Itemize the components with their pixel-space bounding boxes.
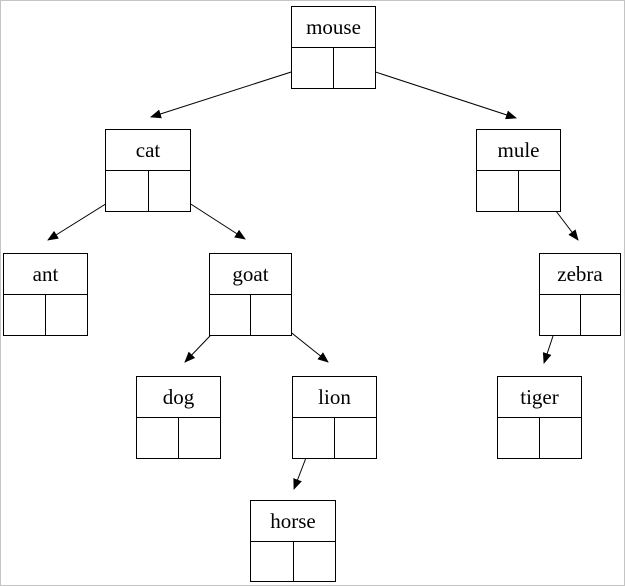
right-pointer-cell xyxy=(334,48,375,88)
node-label: lion xyxy=(293,377,376,418)
node-label: horse xyxy=(251,501,335,542)
node-label: ant xyxy=(4,254,87,295)
pointer-row xyxy=(498,418,581,458)
right-pointer-cell xyxy=(251,295,291,335)
left-pointer-cell xyxy=(540,295,581,335)
node-mule: mule xyxy=(476,129,561,212)
node-horse: horse xyxy=(250,500,336,582)
node-label: cat xyxy=(106,130,190,171)
right-pointer-cell xyxy=(581,295,621,335)
left-pointer-cell xyxy=(293,418,335,458)
node-label: goat xyxy=(210,254,291,295)
node-zebra: zebra xyxy=(539,253,621,336)
node-label: mule xyxy=(477,130,560,171)
pointer-row xyxy=(4,295,87,335)
node-dog: dog xyxy=(136,376,221,459)
right-pointer-cell xyxy=(149,171,191,211)
node-label: tiger xyxy=(498,377,581,418)
node-tiger: tiger xyxy=(497,376,582,459)
node-lion: lion xyxy=(292,376,377,459)
right-pointer-cell xyxy=(540,418,581,458)
left-pointer-cell xyxy=(251,542,294,581)
node-ant: ant xyxy=(3,253,88,336)
pointer-row xyxy=(540,295,620,335)
node-goat: goat xyxy=(209,253,292,336)
pointer-row xyxy=(210,295,291,335)
right-pointer-cell xyxy=(335,418,376,458)
left-pointer-cell xyxy=(4,295,46,335)
left-pointer-cell xyxy=(137,418,179,458)
right-pointer-cell xyxy=(179,418,220,458)
pointer-row xyxy=(292,48,375,88)
pointer-row xyxy=(137,418,220,458)
left-pointer-cell xyxy=(106,171,149,211)
right-pointer-cell xyxy=(294,542,336,581)
pointer-row xyxy=(251,542,335,581)
left-pointer-cell xyxy=(477,171,519,211)
right-pointer-cell xyxy=(46,295,87,335)
left-pointer-cell xyxy=(292,48,334,88)
node-label: zebra xyxy=(540,254,620,295)
pointer-row xyxy=(106,171,190,211)
left-pointer-cell xyxy=(210,295,251,335)
edge-mouse-left-cat xyxy=(150,64,314,119)
node-cat: cat xyxy=(105,129,191,212)
pointer-row xyxy=(477,171,560,211)
node-label: dog xyxy=(137,377,220,418)
node-label: mouse xyxy=(292,7,375,48)
pointer-row xyxy=(293,418,376,458)
edge-mouse-right-mule xyxy=(353,64,517,120)
right-pointer-cell xyxy=(519,171,560,211)
node-mouse: mouse xyxy=(291,6,376,89)
left-pointer-cell xyxy=(498,418,540,458)
